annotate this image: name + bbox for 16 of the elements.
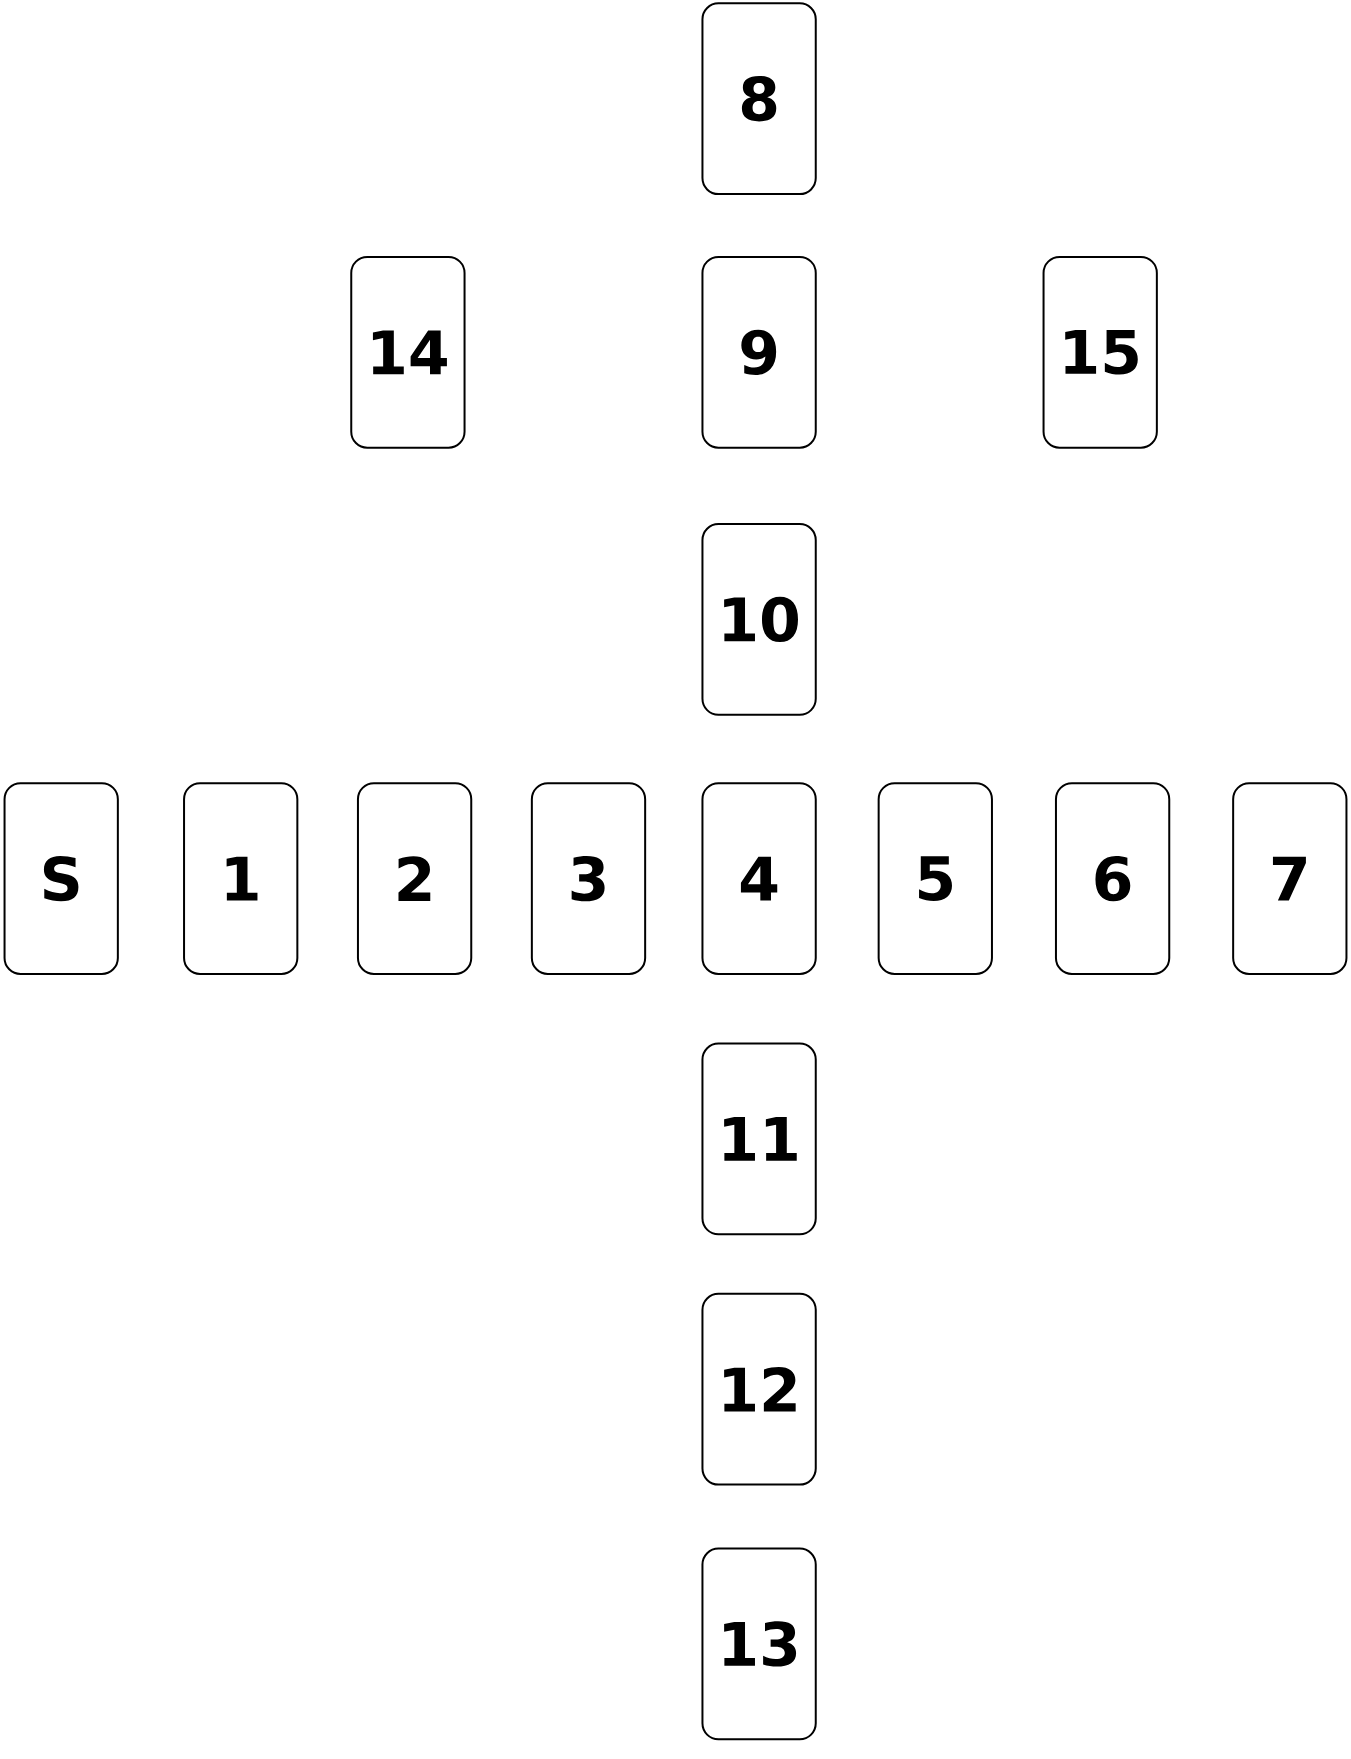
number-card: 15 <box>1042 255 1158 449</box>
number-card: 9 <box>701 255 817 449</box>
number-card: 3 <box>530 782 647 975</box>
number-card: 5 <box>877 782 993 975</box>
number-card: 4 <box>701 782 817 975</box>
number-card: 11 <box>701 1042 817 1236</box>
number-card: 14 <box>350 255 466 449</box>
number-card: 13 <box>701 1547 817 1741</box>
number-card: S <box>3 782 119 975</box>
number-card: 8 <box>701 2 817 196</box>
number-card: 2 <box>356 782 473 975</box>
number-card: 7 <box>1232 782 1348 975</box>
number-card: 10 <box>701 523 817 716</box>
number-card: 1 <box>183 782 299 975</box>
number-card: 12 <box>701 1292 817 1486</box>
number-card: 6 <box>1054 782 1171 975</box>
